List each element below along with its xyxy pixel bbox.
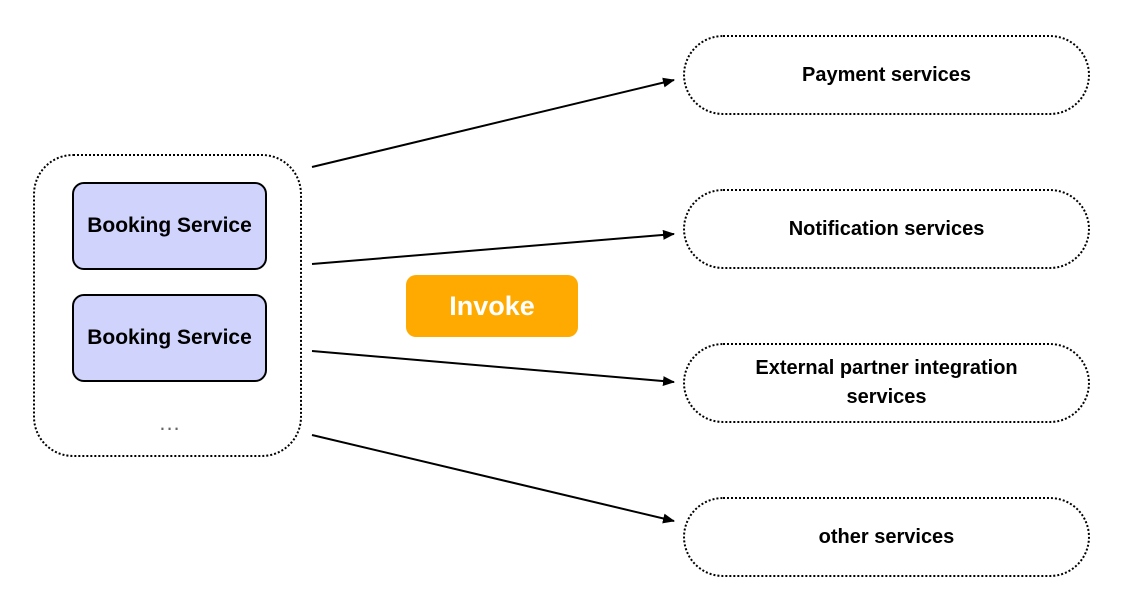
service-label: other services — [818, 525, 955, 548]
arrow-to-other-services — [311, 434, 675, 524]
booking-service-node: Booking Service — [72, 182, 267, 270]
arrow-to-payment-services — [311, 77, 675, 168]
payment-services-node: Payment services — [683, 35, 1090, 115]
arrow-to-external-partner-services — [311, 350, 675, 387]
service-label: Notification services — [788, 217, 985, 240]
other-services-node: other services — [683, 497, 1090, 577]
booking-service-node: Booking Service — [72, 294, 267, 382]
more-instances-ellipsis: ... — [159, 410, 181, 435]
arrow-to-notification-services — [311, 229, 675, 265]
booking-service-cluster — [33, 154, 302, 457]
service-label: External partner integration services — [755, 357, 1018, 408]
invoke-label: Invoke — [406, 275, 578, 337]
service-label: Payment services — [801, 63, 971, 86]
external-partner-integration-services-node: External partner integration services — [683, 343, 1090, 423]
notification-services-node: Notification services — [683, 189, 1090, 269]
